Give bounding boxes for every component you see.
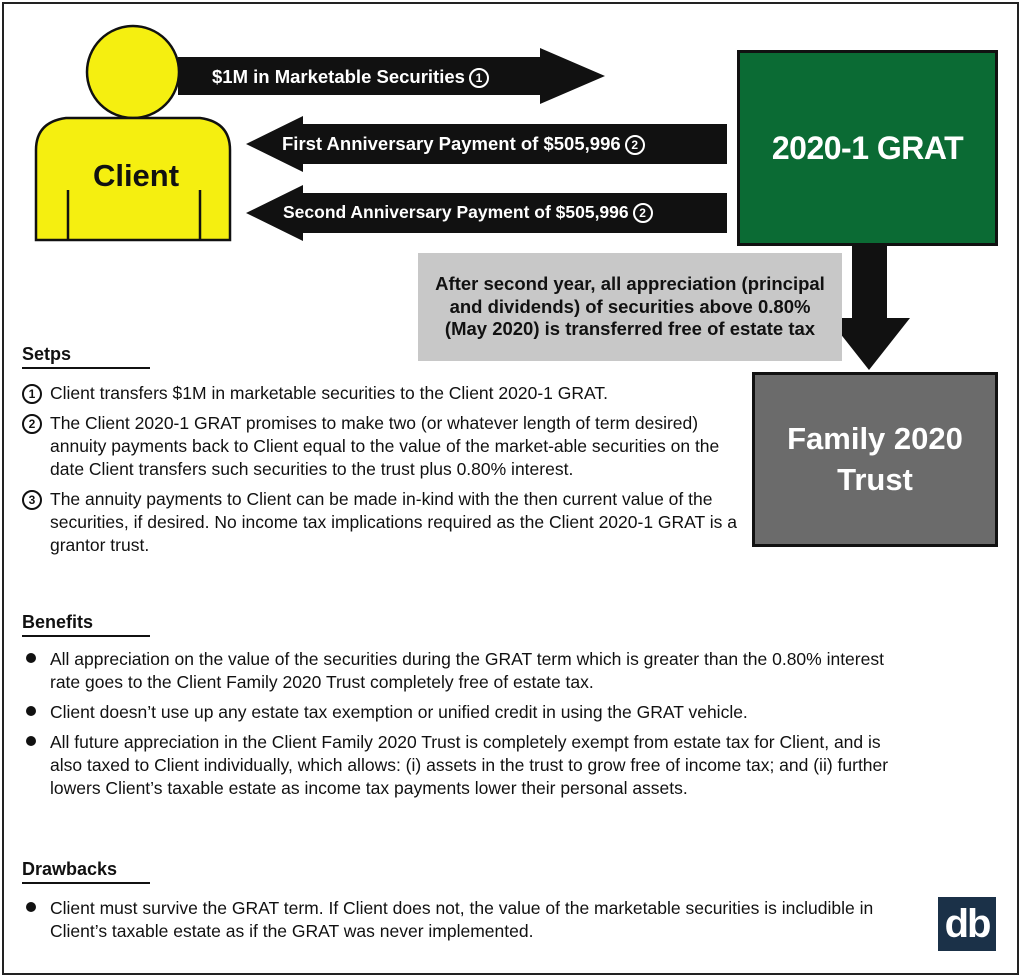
list-item: 3 The annuity payments to Client can be …: [22, 488, 742, 557]
client-figure: [34, 24, 232, 242]
step-marker-icon: 2: [624, 135, 645, 155]
down-arrow: [828, 246, 910, 370]
step-marker-icon: 2: [22, 414, 42, 434]
step-text: Client transfers $1M in marketable secur…: [50, 383, 608, 403]
list-item: Client doesn’t use up any estate tax exe…: [22, 701, 902, 724]
grat-label: 2020-1 GRAT: [771, 129, 964, 166]
db-logo: db: [938, 897, 996, 951]
list-item: Client must survive the GRAT term. If Cl…: [22, 897, 902, 943]
drawbacks-title-text: Drawbacks: [22, 859, 118, 879]
drawback-text: Client must survive the GRAT term. If Cl…: [50, 898, 874, 941]
transfer-arrow: [178, 48, 605, 104]
bullet-icon: [26, 706, 36, 716]
list-item: All future appreciation in the Client Fa…: [22, 731, 902, 800]
family-trust-box: Family 2020 Trust: [752, 372, 998, 547]
benefit-text: Client doesn’t use up any estate tax exe…: [50, 702, 748, 722]
drawbacks-title: Drawbacks: [22, 859, 150, 884]
list-item: All appreciation on the value of the sec…: [22, 648, 902, 694]
steps-title: Setps: [22, 344, 150, 369]
second-payment-arrow: [246, 185, 727, 241]
step-marker-icon: 1: [468, 68, 489, 88]
steps-list: 1 Client transfers $1M in marketable sec…: [22, 382, 742, 564]
list-item: 1 Client transfers $1M in marketable sec…: [22, 382, 742, 405]
step-marker-icon: 2: [632, 203, 653, 223]
bullet-icon: [26, 902, 36, 912]
step-text: The Client 2020-1 GRAT promises to make …: [50, 413, 720, 479]
transfer-arrow-text: $1M in Marketable Securities: [212, 66, 465, 87]
step-text: The annuity payments to Client can be ma…: [50, 489, 738, 555]
client-body: [34, 116, 232, 242]
benefits-title-text: Benefits: [22, 612, 94, 632]
client-label: Client: [92, 158, 180, 193]
family-trust-label: Family 2020 Trust: [787, 421, 963, 497]
benefit-text: All future appreciation in the Client Fa…: [50, 732, 889, 798]
appreciation-note-text: After second year, all appreciation (pri…: [435, 273, 825, 340]
benefits-title-underline: [22, 635, 150, 637]
drawbacks-title-underline: [22, 882, 150, 884]
steps-title-underline: [22, 367, 150, 369]
steps-title-text: Setps: [22, 344, 72, 364]
benefits-title: Benefits: [22, 612, 150, 637]
benefit-text: All appreciation on the value of the sec…: [50, 649, 884, 692]
client-head: [85, 24, 181, 120]
step-marker-icon: 1: [22, 384, 42, 404]
appreciation-note: After second year, all appreciation (pri…: [418, 253, 842, 361]
first-payment-arrow: [246, 116, 727, 172]
bullet-icon: [26, 653, 36, 663]
list-item: 2 The Client 2020-1 GRAT promises to mak…: [22, 412, 742, 481]
drawbacks-list: Client must survive the GRAT term. If Cl…: [22, 897, 902, 950]
second-payment-text: Second Anniversary Payment of $505,996: [283, 202, 629, 222]
bullet-icon: [26, 736, 36, 746]
grat-box: 2020-1 GRAT: [737, 50, 998, 246]
first-payment-text: First Anniversary Payment of $505,996: [282, 133, 621, 154]
benefits-list: All appreciation on the value of the sec…: [22, 648, 902, 807]
step-marker-icon: 3: [22, 490, 42, 510]
